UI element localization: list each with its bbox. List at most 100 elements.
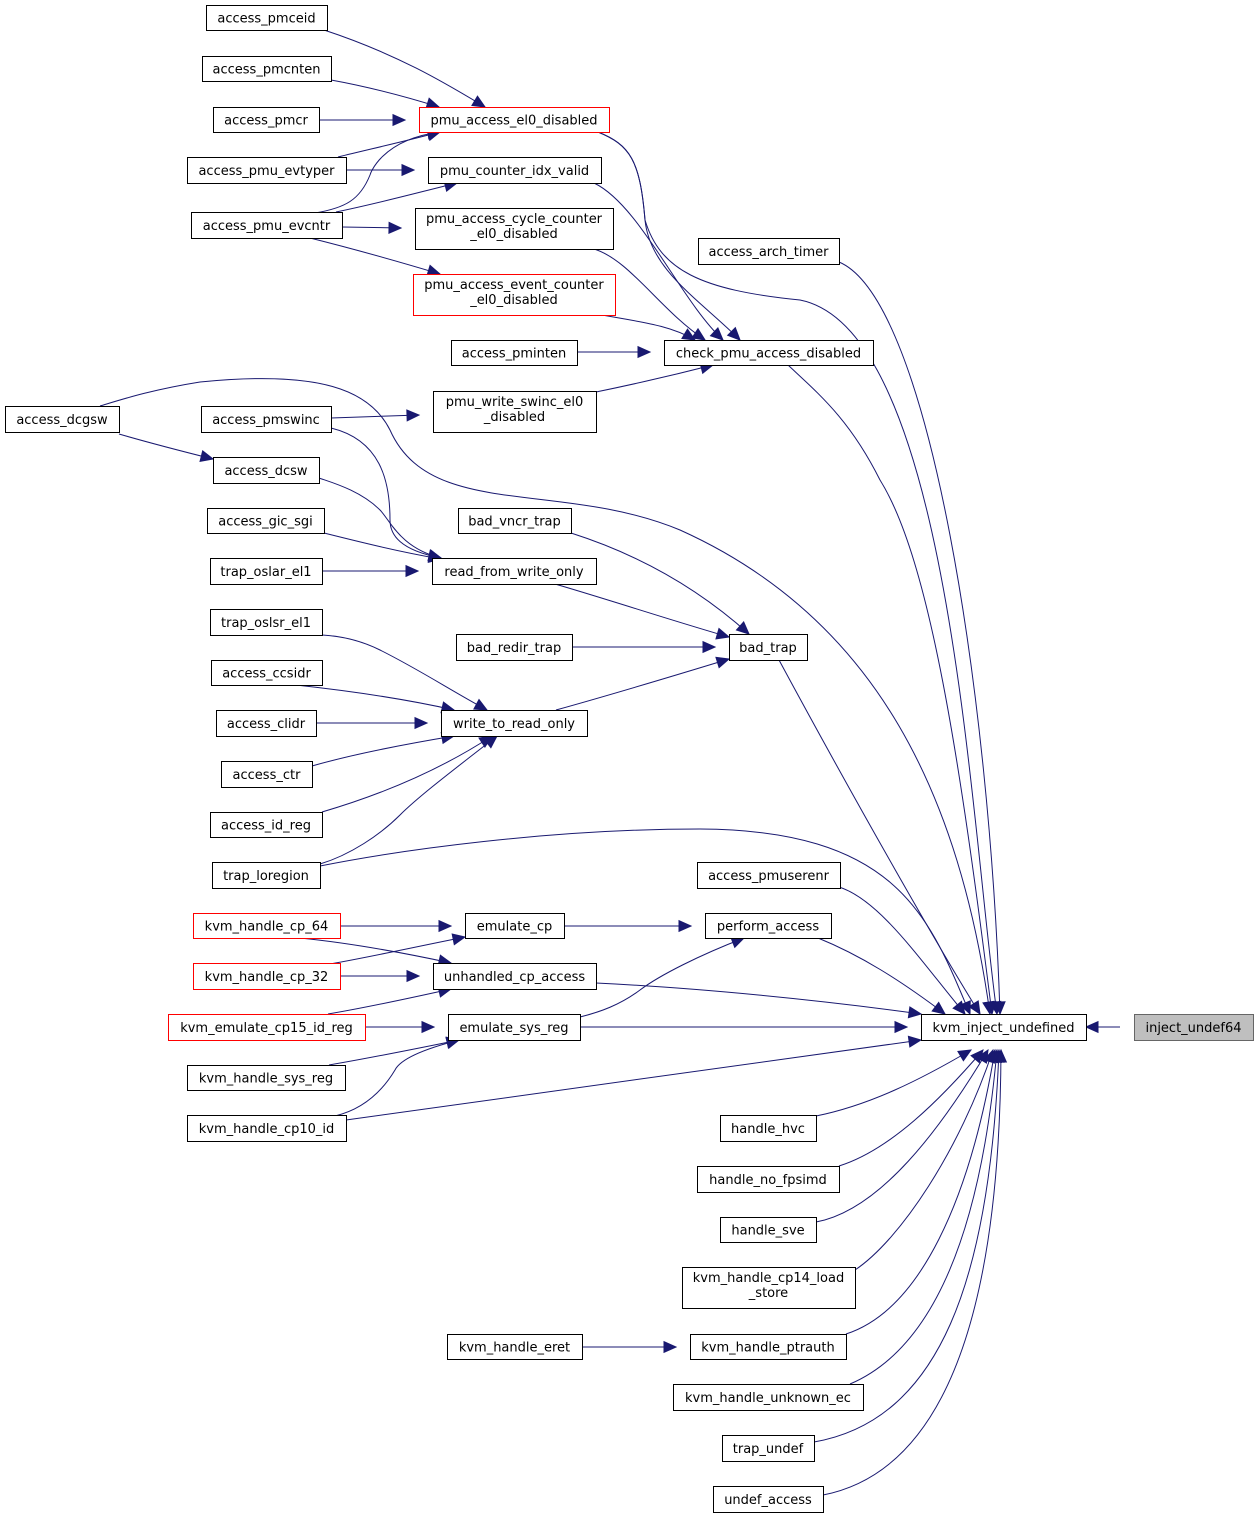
node-access-pmu-evcntr[interactable]: access_pmu_evcntr	[191, 212, 343, 239]
edge-arrowhead	[681, 328, 697, 341]
node-access-pmuserenr[interactable]: access_pmuserenr	[697, 862, 841, 889]
edge-arrowhead	[663, 1340, 678, 1354]
node-handle-hvc[interactable]: handle_hvc	[720, 1115, 817, 1142]
node-label: pmu_access_cycle_counter	[426, 212, 603, 227]
node-access-pmu-evtyper[interactable]: access_pmu_evtyper	[187, 157, 347, 184]
node-bad-vncr-trap[interactable]: bad_vncr_trap	[458, 508, 572, 534]
edge-arrowhead	[735, 621, 750, 635]
node-emulate-cp[interactable]: emulate_cp	[465, 913, 565, 939]
node-kvm-inject-undefined[interactable]: kvm_inject_undefined	[921, 1014, 1087, 1041]
node-inject-undef64: inject_undef64	[1134, 1014, 1254, 1041]
edge-arrowhead	[388, 221, 403, 234]
edge-bad_trap-to-read_from_write_only	[554, 583, 731, 640]
node-pmu-access-event-counter-el0-disabled[interactable]: pmu_access_event_counter_el0_disabled	[413, 274, 616, 316]
node-read-from-write-only[interactable]: read_from_write_only	[432, 558, 597, 585]
node-box	[187, 157, 347, 184]
node-access-clidr[interactable]: access_clidr	[216, 710, 317, 737]
edge-arrowhead	[952, 1000, 966, 1015]
edge-check_pmu_access_disabled-to-pmu_access_event_counter_el0_disabled	[601, 314, 697, 341]
node-bad-redir-trap[interactable]: bad_redir_trap	[456, 634, 573, 661]
node-undef-access[interactable]: undef_access	[713, 1486, 824, 1513]
node-handle-sve[interactable]: handle_sve	[720, 1217, 817, 1243]
node-kvm-handle-cp10-id[interactable]: kvm_handle_cp10_id	[187, 1115, 347, 1142]
node-access-dcgsw[interactable]: access_dcgsw	[5, 406, 120, 433]
node-bad-trap[interactable]: bad_trap	[729, 634, 808, 661]
edge-line	[329, 936, 466, 965]
node-label: write_to_read_only	[453, 717, 575, 732]
node-label: _store	[748, 1286, 788, 1301]
node-box	[413, 274, 616, 316]
node-label: perform_access	[717, 920, 819, 935]
edge-arrowhead	[473, 698, 489, 711]
node-access-arch-timer[interactable]: access_arch_timer	[698, 238, 840, 265]
edge-unhandled_cp_access-to-kvm_emulate_cp15_id_reg	[327, 985, 453, 1015]
node-label: pmu_access_event_counter	[424, 278, 604, 293]
node-label: emulate_cp	[477, 920, 552, 935]
node-kvm-handle-cp-32[interactable]: kvm_handle_cp_32	[193, 963, 341, 990]
edge-line	[597, 131, 998, 1015]
node-trap-undef[interactable]: trap_undef	[722, 1435, 815, 1462]
edge-arrowhead	[982, 1000, 995, 1016]
node-access-ccsidr[interactable]: access_ccsidr	[211, 660, 323, 686]
edge-pmu_counter_idx_valid-to-access_pmu_evtyper	[346, 163, 416, 177]
edge-kvm_inject_undefined-to-access_arch_timer	[838, 261, 1006, 1016]
node-box	[202, 56, 332, 82]
node-pmu-access-el0-disabled[interactable]: pmu_access_el0_disabled	[419, 107, 610, 133]
edge-arrowhead	[968, 1000, 981, 1016]
edge-line	[330, 79, 440, 108]
node-access-dcsw[interactable]: access_dcsw	[213, 457, 320, 484]
node-trap-oslar-el1[interactable]: trap_oslar_el1	[210, 558, 323, 585]
node-box	[447, 1334, 583, 1360]
edge-arrowhead	[957, 1049, 973, 1062]
node-box	[428, 157, 602, 184]
node-box	[729, 634, 808, 661]
node-access-ctr[interactable]: access_ctr	[221, 761, 313, 788]
node-pmu-access-cycle-counter-el0-disabled[interactable]: pmu_access_cycle_counter_el0_disabled	[415, 208, 614, 250]
edge-line	[813, 1049, 1000, 1443]
node-box	[448, 1014, 581, 1041]
node-perform-access[interactable]: perform_access	[705, 913, 832, 939]
node-label: bad_redir_trap	[467, 641, 561, 656]
node-box	[456, 634, 573, 661]
node-check-pmu-access-disabled[interactable]: check_pmu_access_disabled	[664, 340, 874, 366]
node-kvm-handle-unknown-ec[interactable]: kvm_handle_unknown_ec	[673, 1384, 864, 1411]
edge-line	[817, 937, 946, 1015]
node-box	[221, 761, 313, 788]
node-label: kvm_handle_sys_reg	[199, 1072, 333, 1087]
node-kvm-emulate-cp15-id-reg[interactable]: kvm_emulate_cp15_id_reg	[168, 1014, 366, 1041]
nodes-layer: access_pmceid access_pmcnten access_pmcrac…	[5, 5, 1254, 1513]
node-write-to-read-only[interactable]: write_to_read_only	[441, 710, 588, 737]
node-box	[697, 1166, 840, 1193]
node-kvm-handle-eret[interactable]: kvm_handle_eret	[447, 1334, 583, 1360]
node-access-gic-sgi[interactable]: access_gic_sgi	[207, 508, 325, 534]
node-access-id-reg[interactable]: access_id_reg	[210, 812, 323, 838]
node-trap-oslsr-el1[interactable]: trap_oslsr_el1	[210, 609, 323, 636]
node-kvm-handle-cp-64[interactable]: kvm_handle_cp_64	[193, 913, 341, 939]
node-kvm-handle-sys-reg[interactable]: kvm_handle_sys_reg	[187, 1065, 346, 1091]
node-pmu-write-swinc-el0-disabled[interactable]: pmu_write_swinc_el0_disabled	[433, 391, 597, 433]
edge-line	[778, 659, 981, 1015]
node-box	[713, 1486, 824, 1513]
node-trap-loregion[interactable]: trap_loregion	[212, 862, 321, 889]
edge-line	[595, 982, 922, 1015]
edge-line	[118, 433, 214, 460]
node-handle-no-fpsimd[interactable]: handle_no_fpsimd	[697, 1166, 840, 1193]
node-unhandled-cp-access[interactable]: unhandled_cp_access	[433, 963, 597, 990]
edge-access_dcsw-to-access_dcgsw	[118, 433, 215, 462]
node-label: kvm_handle_cp14_load	[693, 1271, 844, 1286]
edge-kvm_inject_undefined-to-kvm_handle_unknown_ec	[849, 1048, 1003, 1385]
edge-arrowhead	[691, 327, 707, 341]
node-kvm-handle-cp14-load-store[interactable]: kvm_handle_cp14_load_store	[682, 1267, 856, 1309]
node-emulate-sys-reg[interactable]: emulate_sys_reg	[448, 1014, 581, 1041]
node-access-pminten[interactable]: access_pminten	[451, 340, 578, 366]
node-access-pmcnten[interactable]: access_pmcnten	[202, 56, 332, 82]
node-label: handle_sve	[731, 1224, 804, 1239]
node-access-pmswinc[interactable]: access_pmswinc	[201, 406, 332, 433]
node-box	[697, 862, 841, 889]
node-access-pmcr[interactable]: access_pmcr	[213, 107, 320, 133]
node-pmu-counter-idx-valid[interactable]: pmu_counter_idx_valid	[428, 157, 602, 184]
node-box	[206, 5, 328, 31]
node-label: access_ctr	[233, 768, 302, 783]
node-kvm-handle-ptrauth[interactable]: kvm_handle_ptrauth	[690, 1334, 847, 1360]
node-access-pmceid[interactable]: access_pmceid	[206, 5, 328, 31]
